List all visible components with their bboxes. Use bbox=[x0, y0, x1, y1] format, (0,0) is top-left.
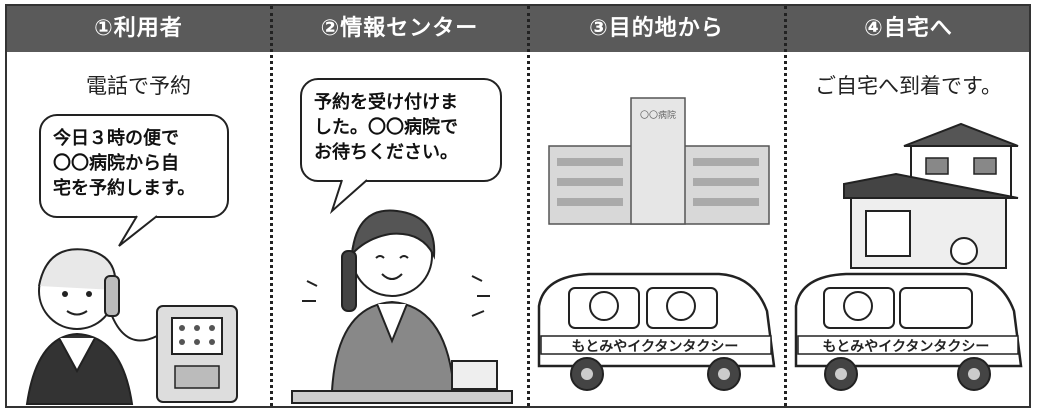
operator-illustration bbox=[291, 179, 513, 404]
speech-bubble-center: 予約を受け付けま した。〇〇病院で お待ちください。 bbox=[300, 78, 502, 182]
panel-title-destination: ③目的地から bbox=[589, 16, 724, 41]
bubble-line: 今日３時の便で bbox=[53, 128, 179, 149]
panel-center: ②情報センター 予約を受け付けま した。〇〇病院で お待ちください。 bbox=[272, 6, 527, 406]
panel-user: ①利用者 電話で予約 今日３時の便で 〇〇病院から自 宅を予約します。 bbox=[7, 6, 270, 406]
bus-label: もとみやイクタンタクシー bbox=[572, 339, 739, 355]
speech-bubble-user: 今日３時の便で 〇〇病院から自 宅を予約します。 bbox=[39, 114, 229, 218]
bubble-line: 〇〇病院から自 bbox=[53, 153, 179, 174]
user-phone-illustration bbox=[25, 215, 238, 405]
home-bus-illustration: もとみやイクタンタクシー bbox=[794, 122, 1023, 391]
panel-divider bbox=[527, 6, 530, 406]
bubble-line: 宅を予約します。 bbox=[53, 178, 196, 199]
panel-caption-user: 電話で予約 bbox=[86, 74, 191, 98]
panel-title-user: ①利用者 bbox=[94, 16, 183, 41]
panel-title-home: ④自宅へ bbox=[864, 16, 953, 41]
panel-title-center: ②情報センター bbox=[320, 16, 479, 41]
flow-diagram: ①利用者 電話で予約 今日３時の便で 〇〇病院から自 宅を予約します。 bbox=[5, 4, 1031, 408]
header-bar bbox=[7, 6, 1029, 52]
hospital-bus-illustration: 〇〇病院 もとみやイクタンタクシー bbox=[537, 97, 776, 391]
hospital-sign: 〇〇病院 bbox=[640, 109, 676, 121]
bubble-line: した。〇〇病院で bbox=[314, 117, 458, 138]
panel-caption-home: ご自宅へ到着です。 bbox=[815, 74, 1002, 98]
panel-divider bbox=[784, 6, 787, 406]
panel-divider bbox=[270, 6, 273, 406]
bubble-line: お待ちください。 bbox=[314, 142, 458, 163]
bubble-line: 予約を受け付けま bbox=[314, 92, 458, 113]
bus-label: もとみやイクタンタクシー bbox=[823, 339, 990, 355]
panel-home: ④自宅へ ご自宅へ到着です。 もとみやイクタンタクシー bbox=[786, 6, 1031, 406]
panel-destination: ③目的地から 〇〇病院 もとみやイクタンタクシー bbox=[529, 6, 784, 406]
